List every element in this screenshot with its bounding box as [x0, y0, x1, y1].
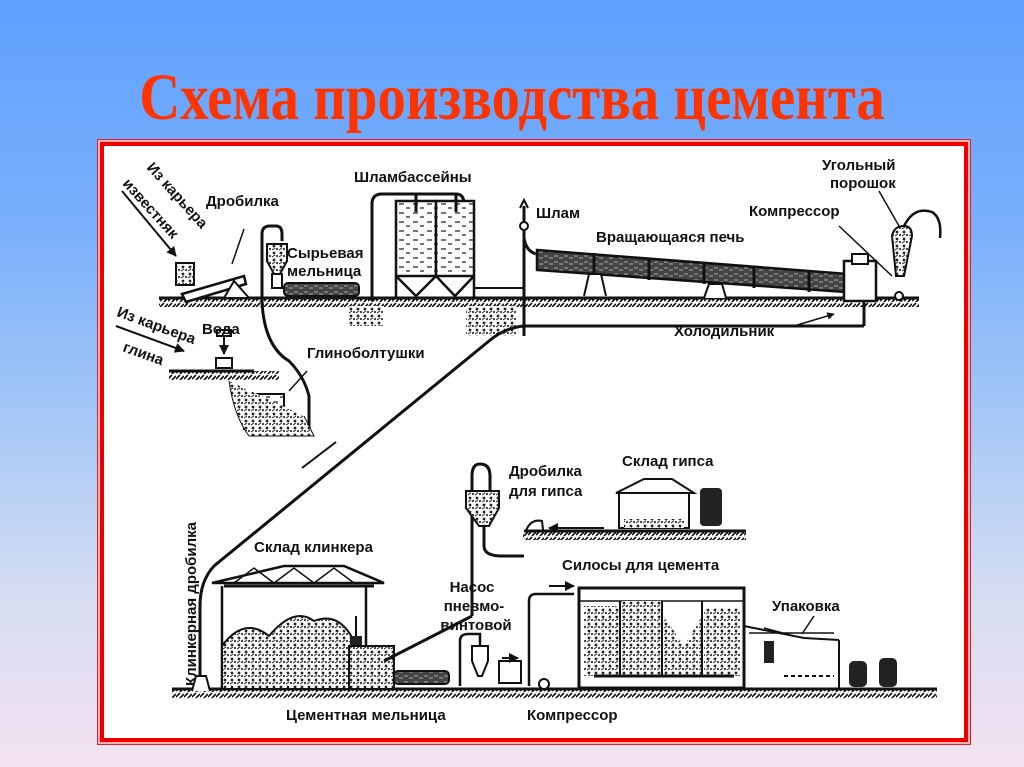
label-coal-powder-1: Угольный	[822, 157, 895, 174]
label-pump-3: винтовой	[440, 617, 511, 634]
label-compressor-bottom: Компрессор	[527, 707, 618, 724]
label-gypsum-crusher-1: Дробилка	[509, 463, 583, 480]
label-slurry-basins: Шламбассейны	[354, 169, 472, 186]
label-clay-mixers: Глиноболтушки	[307, 345, 425, 362]
clinker-conveyor	[198, 324, 864, 691]
label-gypsum-crusher-2: для гипса	[509, 483, 583, 500]
label-clinker-store: Склад клинкера	[254, 539, 374, 556]
label-compressor-top: Компрессор	[749, 203, 840, 220]
packing-shed	[743, 615, 897, 689]
clinker-crusher	[191, 675, 211, 692]
clinker-store	[211, 564, 395, 690]
label-crusher: Дробилка	[206, 193, 280, 210]
slurry-pipe	[466, 197, 537, 336]
rotary-kiln	[535, 248, 878, 303]
label-clay-quarry-2: глина	[121, 339, 167, 370]
slurry-basins	[349, 192, 476, 326]
label-pump-1: Насос	[450, 579, 495, 596]
label-raw-mill-2: мельница	[287, 263, 362, 280]
label-packing: Упаковка	[772, 598, 840, 615]
coal-powder-feeder	[838, 190, 942, 301]
limestone-feed-arrow	[121, 190, 177, 257]
label-water: Вода	[202, 321, 240, 338]
cement-production-diagram: Из карьера известняк Дробилка Сырьевая м…	[115, 157, 942, 724]
cooler	[793, 302, 866, 327]
label-cement-mill: Цементная мельница	[286, 707, 446, 724]
label-clinker-crusher: Клинкерная дробилка	[183, 521, 200, 686]
upper-ground	[159, 296, 919, 307]
label-cement-silos: Силосы для цемента	[562, 557, 720, 574]
gypsum-crusher	[465, 462, 604, 616]
label-pump-2: пневмо-	[444, 598, 505, 615]
cement-silos	[577, 586, 746, 690]
lower-ground	[172, 687, 937, 699]
gypsum-store	[524, 478, 746, 540]
label-coal-powder-2: порошок	[830, 175, 896, 192]
label-raw-mill-1: Сырьевая	[287, 245, 364, 262]
label-slurry: Шлам	[536, 205, 580, 222]
slide-title: Схема производства цемента	[139, 61, 885, 134]
clay-quarry-feed	[115, 325, 315, 437]
cement-mill	[383, 614, 473, 685]
crusher	[175, 228, 252, 304]
diagram-frame: Из карьера известняк Дробилка Сырьевая м…	[100, 142, 968, 742]
pneumatic-screw-pump	[458, 581, 575, 690]
label-rotary-kiln: Вращающаяся печь	[596, 229, 744, 246]
raw-mill	[260, 224, 360, 431]
label-gypsum-store: Склад гипса	[622, 453, 714, 470]
